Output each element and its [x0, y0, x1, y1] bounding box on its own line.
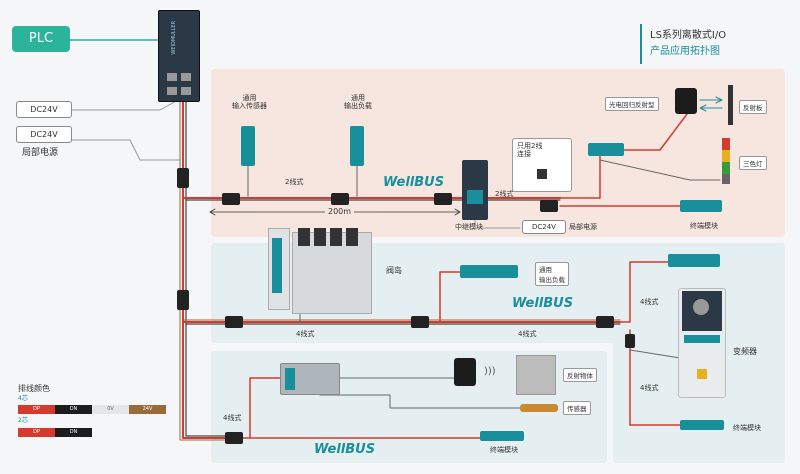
distance-label: 200m	[325, 207, 355, 217]
bus-connector	[434, 193, 452, 205]
relay-module	[462, 160, 488, 220]
title-line2: 产品应用拓扑图	[650, 46, 720, 57]
legend-4core-row: DP DN 0V 24V	[18, 405, 166, 414]
two-wire-note-box: 只用2线连接	[512, 138, 572, 192]
legend-cell-dn-2: DN	[55, 428, 92, 437]
proximity-sensor-icon	[454, 358, 476, 386]
valve-island-label: 阀岛	[386, 266, 402, 275]
reflector-label: 反射板	[739, 100, 767, 114]
legend-title: 排线颜色	[18, 384, 50, 393]
sensor-in-label: 通用输入传感器	[232, 94, 267, 111]
terminal-label-3: 终端模块	[490, 446, 518, 454]
output-module-icon	[350, 126, 364, 166]
title-box: LS系列离散式I/O 产品应用拓扑图	[640, 24, 787, 64]
tri-light-label: 三色灯	[739, 156, 767, 170]
terminal-label-1: 终端模块	[690, 222, 718, 230]
sensor-module-icon	[241, 126, 255, 166]
sensor-label: 传感器	[563, 401, 591, 415]
plc-port	[181, 87, 191, 95]
legend-cell-24v: 24V	[129, 405, 166, 414]
two-wire-note: 只用2线连接	[517, 142, 543, 159]
reflect-object-label: 反射物体	[563, 368, 597, 382]
dc24v-supply-2: DC24V	[16, 126, 72, 143]
two-wire-icon	[537, 169, 547, 179]
inverter-label: 变频器	[733, 347, 757, 356]
legend-cell-dp-2: DP	[18, 428, 55, 437]
plc-port	[167, 73, 177, 81]
wire-label-4wire-sec3: 4线式	[223, 414, 242, 422]
plc-device: WEIDMULLER	[158, 10, 200, 102]
bus-connector	[596, 316, 614, 328]
photo-sensor-icon	[675, 88, 697, 114]
bus-connector	[225, 432, 243, 444]
legend-cell-dp: DP	[18, 405, 55, 414]
legend-cell-dn: DN	[55, 405, 92, 414]
wire-label-2wire-left: 2线式	[285, 178, 304, 186]
terminal-module-icon-3	[680, 420, 724, 430]
bus-connector	[411, 316, 429, 328]
legend-cell-0v: 0V	[92, 405, 129, 414]
terminal-module-icon	[680, 200, 722, 212]
photo-sensor-label: 光电回归反射型	[605, 97, 659, 111]
terminal-module-icon-4	[480, 431, 524, 441]
sensor-icon	[520, 404, 558, 412]
wire-label-2wire-right: 2线式	[495, 190, 514, 198]
dc24v-relay: DC24V	[522, 220, 566, 234]
wellbus-label-1: WellBUS	[383, 175, 445, 190]
io-block-icon	[280, 363, 340, 395]
reflect-object-icon	[516, 355, 556, 395]
bus-connector	[540, 200, 558, 212]
wire-label-4wire-left: 4线式	[296, 330, 315, 338]
dc24v-supply-1: DC24V	[16, 101, 72, 118]
output-load-label-2: 通用输出负载	[535, 262, 569, 286]
plc-port	[167, 87, 177, 95]
plc-label: PLC	[12, 26, 70, 52]
local-power-caption: 局部电源	[22, 148, 59, 158]
output-load-label-1: 通用输出负载	[344, 94, 372, 111]
legend-2core-row: DP DN	[18, 428, 92, 437]
trunk-connector	[177, 168, 189, 188]
legend-4core-label: 4芯	[18, 395, 28, 402]
wire-label-4wire-vert1: 4线式	[640, 298, 659, 306]
wellbus-label-3: WellBUS	[314, 442, 376, 457]
bus-connector	[225, 316, 243, 328]
tri-light-icon	[722, 138, 730, 184]
legend-2core-label: 2芯	[18, 417, 28, 424]
bus-connector	[625, 334, 635, 348]
inverter-device	[678, 288, 726, 398]
bus-connector	[331, 193, 349, 205]
valve-island-device	[268, 228, 373, 316]
trunk-connector	[177, 290, 189, 310]
wifi-signal-icon: )))	[484, 366, 496, 377]
wellbus-label-2: WellBUS	[512, 296, 574, 311]
reflector-bar	[728, 85, 733, 125]
bus-connector	[222, 193, 240, 205]
wire-label-4wire-mid: 4线式	[518, 330, 537, 338]
plc-brand: WEIDMULLER	[171, 21, 177, 55]
io-module-icon	[588, 143, 624, 156]
output-load-module-icon	[460, 265, 518, 278]
relay-local-power-label: 局部电源	[569, 223, 597, 231]
terminal-label-2: 终端模块	[733, 424, 761, 432]
relay-panel	[467, 190, 483, 204]
terminal-module-icon-2	[668, 254, 720, 267]
plc-port	[181, 73, 191, 81]
title-line1: LS系列离散式I/O	[650, 30, 727, 41]
wire-label-4wire-vert2: 4线式	[640, 384, 659, 392]
relay-module-label: 中继模块	[455, 223, 483, 231]
